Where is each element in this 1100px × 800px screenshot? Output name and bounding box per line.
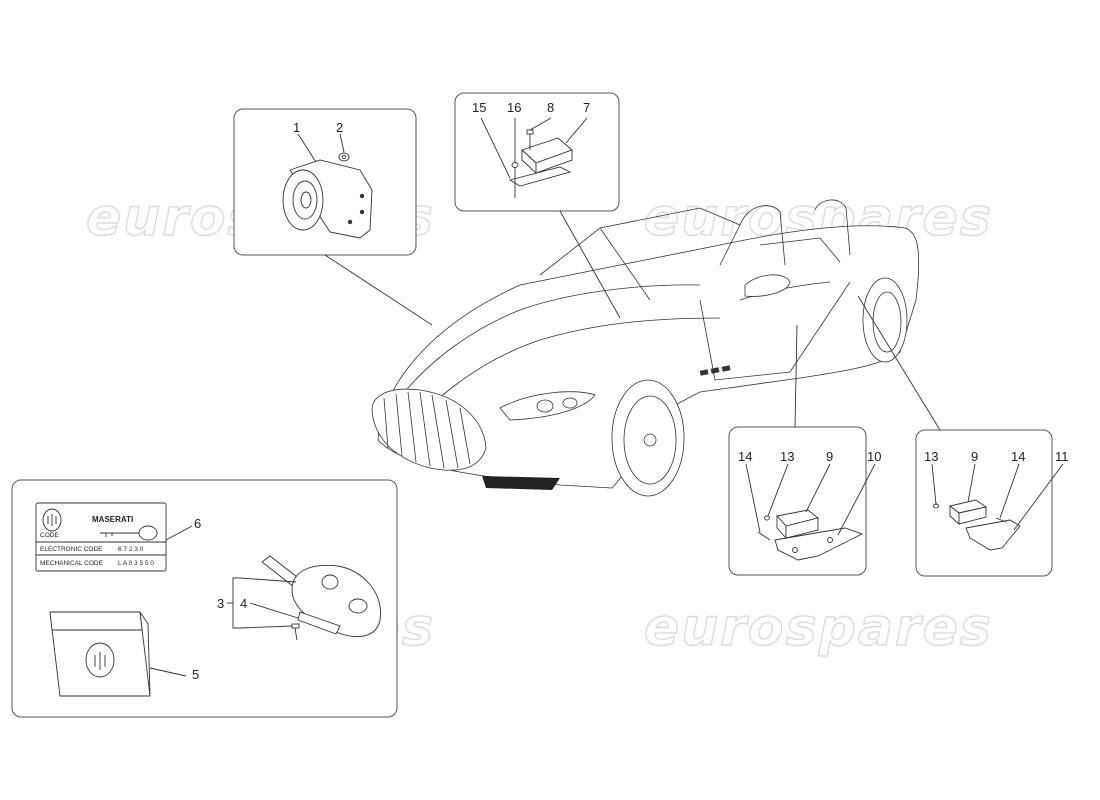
small-screw-icon (757, 515, 771, 541)
leader-siren (324, 254, 433, 326)
bracket-arm-right-icon (965, 519, 1021, 551)
callout-1: 1 (293, 120, 300, 135)
callout-door-left-9: 9 (826, 449, 833, 464)
remote-key-icon (261, 555, 381, 637)
callout-2: 2 (336, 120, 343, 135)
door-sensor-icon (776, 509, 819, 540)
callout-7: 7 (583, 100, 590, 115)
callout-door-right-13: 13 (924, 449, 938, 464)
maserati-trident-icon (42, 508, 62, 532)
callout-door-right-9: 9 (971, 449, 978, 464)
callout-5: 5 (192, 667, 199, 682)
callout-6: 6 (194, 516, 201, 531)
callout-15: 15 (472, 100, 486, 115)
washer-icon (511, 162, 519, 198)
documents-wallet-icon (49, 611, 151, 697)
code-card-electronic-label: ELECTRONIC CODE (40, 546, 103, 553)
siren-icon (282, 159, 373, 239)
leader-door-left (794, 324, 798, 428)
callout-door-left-14: 14 (738, 449, 752, 464)
leader-control-unit (559, 210, 621, 319)
code-card-brand: MASERATI (92, 515, 133, 524)
bracket-plate-icon (508, 166, 572, 187)
callout-door-right-14: 14 (1011, 449, 1025, 464)
callout-4: 4 (240, 596, 247, 611)
code-card-mechanical-label: MECHANICAL CODE (40, 560, 104, 567)
code-card-mechanical-value: L A 0 3 5 5 0 (118, 560, 154, 567)
door-sensor-right-icon (948, 499, 988, 526)
nut-icon (338, 152, 350, 162)
bracket-arm-icon (774, 527, 864, 561)
control-unit-icon (521, 137, 573, 175)
leader-door-right (857, 295, 941, 431)
code-card: MASERATI CODE ELECTRONIC CODE 6 7 2 3 0 … (35, 502, 167, 572)
callout-door-right-11: 11 (1055, 449, 1069, 464)
callout-3: 3 (217, 596, 224, 611)
callout-door-left-10: 10 (867, 449, 881, 464)
code-card-code-label: CODE (40, 532, 59, 539)
code-card-electronic-value: 6 7 2 3 0 (118, 546, 144, 553)
key-outline-icon (100, 525, 158, 541)
callout-16: 16 (507, 100, 521, 115)
watermark-4: eurospares (643, 597, 993, 658)
small-screw-right-icon (933, 503, 1007, 523)
callout-door-left-13: 13 (780, 449, 794, 464)
car-illustration (371, 199, 920, 497)
callout-8: 8 (547, 100, 554, 115)
